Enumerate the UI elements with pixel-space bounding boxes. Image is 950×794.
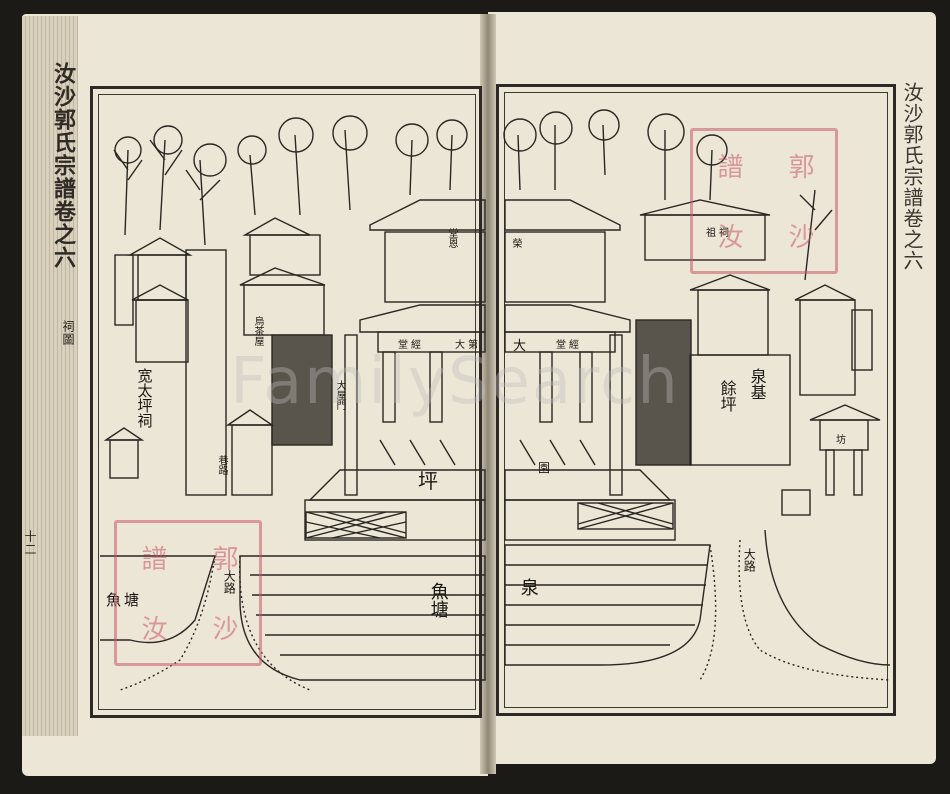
left-section-label: 祠圖 <box>61 320 75 346</box>
label-hall-plaque-right: 榮 <box>510 238 521 248</box>
right-page <box>488 12 936 764</box>
label-da: 大 <box>513 339 530 354</box>
label-spring: 泉 <box>517 578 539 596</box>
page-edges <box>22 16 78 736</box>
ponds-and-roads <box>100 529 891 691</box>
label-big-plaque: 大第 <box>455 340 481 351</box>
central-hall-left <box>304 199 486 541</box>
label-big-road-left: 大路 <box>222 570 237 594</box>
seal-char: 汝 <box>713 223 743 249</box>
red-seal-left: 譜 郭 汝 沙 <box>114 520 262 666</box>
label-big-gate: 大屋門 <box>334 380 345 410</box>
seal-char: 譜 <box>137 545 167 571</box>
right-inner-frame <box>504 92 888 708</box>
seal-char: 沙 <box>208 615 238 641</box>
label-spring-foundation: 泉基 <box>747 368 767 400</box>
right-margin-title: 汝沙郭氏宗譜卷之六 <box>900 82 924 271</box>
label-hall-plaque-left2: 堂經 <box>398 340 424 351</box>
label-ping: 坪 <box>418 469 438 493</box>
label-hall-plaque-right2: 堂經 <box>556 340 582 351</box>
left-frame <box>90 86 482 718</box>
label-ancestral-hall-ground: 宽太坪祠 <box>135 368 154 428</box>
label-archway: 坊 <box>836 435 849 446</box>
label-ancestral-shrine: 祖祠 <box>706 228 732 239</box>
seal-char: 沙 <box>784 223 814 249</box>
label-remaining-ground: 餘坪 <box>717 380 737 412</box>
left-buildings <box>103 217 333 496</box>
familysearch-watermark: FamilySearch <box>230 345 680 419</box>
right-buildings <box>635 199 881 516</box>
label-fish-pond-right: 魚塘 <box>427 582 449 618</box>
seal-char: 汝 <box>137 615 167 641</box>
label-big-road-right: 大路 <box>742 548 757 572</box>
label-tea-house: 烏茶屋 <box>252 316 263 346</box>
label-hall-plaque-left: 堂恩 <box>446 228 457 248</box>
seal-char: 郭 <box>208 545 238 571</box>
label-small-road: 巷路 <box>216 455 227 475</box>
left-page <box>22 14 488 776</box>
left-inner-frame <box>98 94 476 710</box>
central-hall-right <box>504 199 676 541</box>
seal-char: 郭 <box>784 153 814 179</box>
right-frame <box>496 84 896 716</box>
left-margin-title: 汝沙郭氏宗譜卷之六 <box>50 62 76 269</box>
page-number: 十二 <box>23 530 37 556</box>
seal-char: 譜 <box>713 153 743 179</box>
label-yuan: 園 <box>538 461 554 475</box>
book-gutter <box>480 14 496 774</box>
stone-railings <box>305 502 674 539</box>
trees <box>113 109 833 281</box>
red-seal-right: 譜 郭 汝 沙 <box>690 128 838 274</box>
